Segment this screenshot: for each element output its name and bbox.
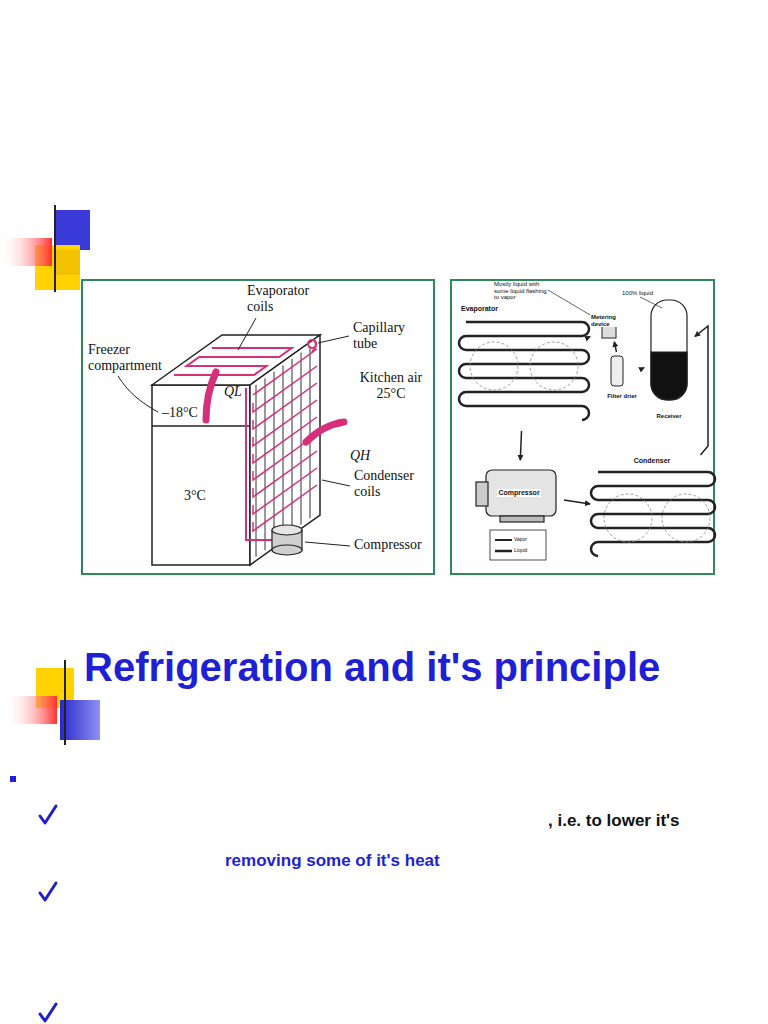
figure-frame (451, 280, 714, 574)
component-label: Filter drier (606, 393, 638, 400)
note-label: Mostly liquid with some liquid flashing … (494, 281, 548, 301)
component-label: Evaporator (460, 305, 499, 313)
compressor-symbol (272, 525, 302, 555)
part-label: Freezer compartment (88, 342, 172, 374)
part-label: Compressor (354, 537, 422, 553)
temperature-label: 3°C (184, 488, 206, 504)
ambient-label: Kitchen air 25°C (352, 370, 430, 402)
component-label: Condenser (633, 457, 672, 465)
check-marks (40, 806, 56, 1021)
compressor-unit: Compressor (474, 460, 564, 526)
coil-serpentines (459, 322, 715, 556)
component-label: Receiver (655, 413, 682, 420)
condenser-coil: Condenser (590, 455, 714, 572)
evaporator-coil: Evaporator (458, 303, 590, 431)
metering-device: Metering device (588, 312, 634, 342)
square-bullet (10, 776, 16, 782)
legend-text: Vapor (514, 537, 527, 542)
legend-box (490, 530, 546, 560)
refrigerant-pipe (520, 431, 521, 460)
refrigerant-pipe (643, 367, 644, 369)
condenser-coils (253, 346, 317, 557)
receiver-tank (651, 300, 687, 400)
slide-title: Refrigeration and it's principle (84, 645, 660, 690)
filter-drier-symbol (611, 356, 623, 386)
component-label: Metering device (590, 314, 632, 327)
refrigerant-pipe (588, 336, 590, 338)
figure-frame (82, 280, 434, 574)
component-label: Compressor (497, 489, 540, 497)
refrigerant-pipe (695, 326, 708, 455)
compressor-symbol (476, 470, 556, 522)
evaporator-coils (174, 348, 292, 375)
refrigerant-pipe (614, 342, 616, 352)
heat-arrows (206, 372, 344, 442)
leader-lines (118, 318, 350, 546)
filter-drier: Filter drier (600, 352, 644, 402)
heat-label: QH (350, 448, 370, 464)
bullet-text: , i.e. to lower it's (548, 811, 680, 831)
bullet-text: removing some of it's heat (225, 851, 440, 871)
legend-text: Liquid (514, 548, 527, 553)
temperature-label: –18°C (162, 405, 198, 421)
note-label: 100% liquid (622, 290, 653, 297)
slide-decoration (0, 205, 768, 292)
part-label: Capillary tube (353, 320, 425, 352)
fan-circles (470, 342, 710, 542)
part-label: Evaporator coils (247, 283, 329, 315)
heat-label: QL (224, 384, 242, 400)
refrigerator-drawing (152, 335, 320, 565)
part-label: Condenser coils (354, 468, 432, 500)
refrigerant-pipe (564, 500, 590, 504)
receiver-tank: Receiver (643, 292, 695, 422)
